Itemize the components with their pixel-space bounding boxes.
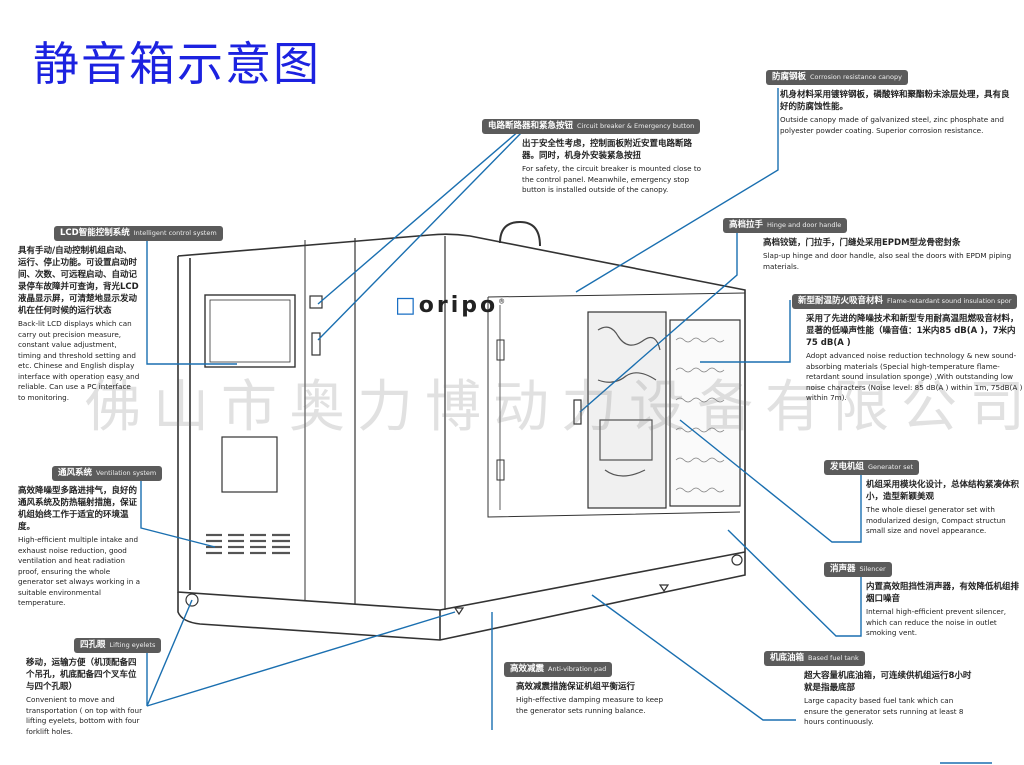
callout-cn-desc: 移动，运输方便（机顶配备四个吊孔，机底配备四个叉车位与四个孔眼） [26,658,137,692]
door-handle [573,399,582,425]
oripo-logo: □oripo® [395,293,509,318]
anti-vibration-pad [453,607,465,616]
canopy-outline [177,220,746,641]
leader-hinge [579,225,738,413]
leader-lcd [146,232,237,365]
callout-en-desc: High-efficient multiple intake and exhau… [18,535,141,607]
callout-en-desc: Large capacity based fuel tank which can… [804,696,964,726]
callout-en-desc: Convenient to move and transportation ( … [26,695,143,736]
callout-en-desc: Back-lit LCD displays which can carry ou… [18,319,140,402]
leader-corrosion [575,88,779,293]
callout-cn-desc: 内置高效阻挡性消声器，有效降低机组排烟口噪音 [866,582,1020,604]
eyelet-rear [731,554,743,566]
sound-sponge-panel [669,319,741,507]
callout-en-desc: Slap-up hinge and door handle, also seal… [763,251,1012,271]
callout-en-desc: High-effective damping measure to keep t… [516,695,664,715]
lcd-panel [204,294,296,368]
leader-genset [679,419,862,543]
hinge-bottom [496,459,505,481]
leader-breaker-b [317,129,525,341]
diagram-title: 静音箱示意图 [33,37,321,91]
logo-text: oripo [418,293,499,318]
leader-silencer [727,529,862,637]
callout-cn-desc: 超大容量机底油箱，可连续供机组运行8小时 就是指最底部 [804,671,972,693]
vent-grill [206,533,290,555]
callout-cn-desc: 采用了先进的降噪技术和新型专用耐高温阻燃吸音材料，显著的低噪声性能（噪音值：1米… [806,314,1019,348]
callout-cn-desc: 机身材料采用镀锌钢板，磷酸锌和聚酯粉末涂层处理，具有良好的防腐蚀性能。 [780,90,1010,112]
hinge-top [496,339,505,361]
callout-cn-desc: 机组采用模块化设计，总体结构紧凑体积小，造型新颖美观 [866,480,1020,502]
eyelet-front [185,593,199,607]
leader-fueltank [591,594,796,721]
callout-en-desc: The whole diesel generator set with modu… [866,505,1006,535]
callout-cn-desc: 高档铰链，门拉手，门缝处采用EPDM型龙骨密封条 [763,238,961,248]
callout-en-desc: Adopt advanced noise reduction technolog… [806,351,1023,402]
leader-sponge [700,300,791,363]
leader-eyelets-b [146,611,456,707]
leader-lines [140,88,992,764]
anti-vibration-pad-rear [658,584,670,593]
leader-breaker-a [317,129,521,305]
callout-en-desc: Internal high-efficient prevent silencer… [866,607,1007,637]
callout-cn-desc: 出于安全性考虑，控制面板附近安置电路断路器。同时，机身外安装紧急按扭 [522,139,693,161]
callout-en-desc: For safety, the circuit breaker is mount… [522,164,702,194]
leader-ventilation [140,475,216,548]
callout-en-desc: Outside canopy made of galvanized steel,… [780,115,1004,135]
callout-cn-desc: 高效减震措施保证机组平衡运行 [516,682,636,692]
emergency-button [309,295,323,309]
access-panel [221,436,278,493]
callout-cn-desc: 具有手动/自动控制机组启动、运行、停止功能。可设置启动时间、次数、可远程启动、自… [18,246,139,316]
engine-window [587,311,667,509]
registered-mark: ® [498,297,509,306]
callout-cn-desc: 高效降噪型多路进排气，良好的通风系统及防热辐射措施，保证机组始终工作于适宜的环境… [18,486,138,532]
breaker-switch [311,332,321,356]
